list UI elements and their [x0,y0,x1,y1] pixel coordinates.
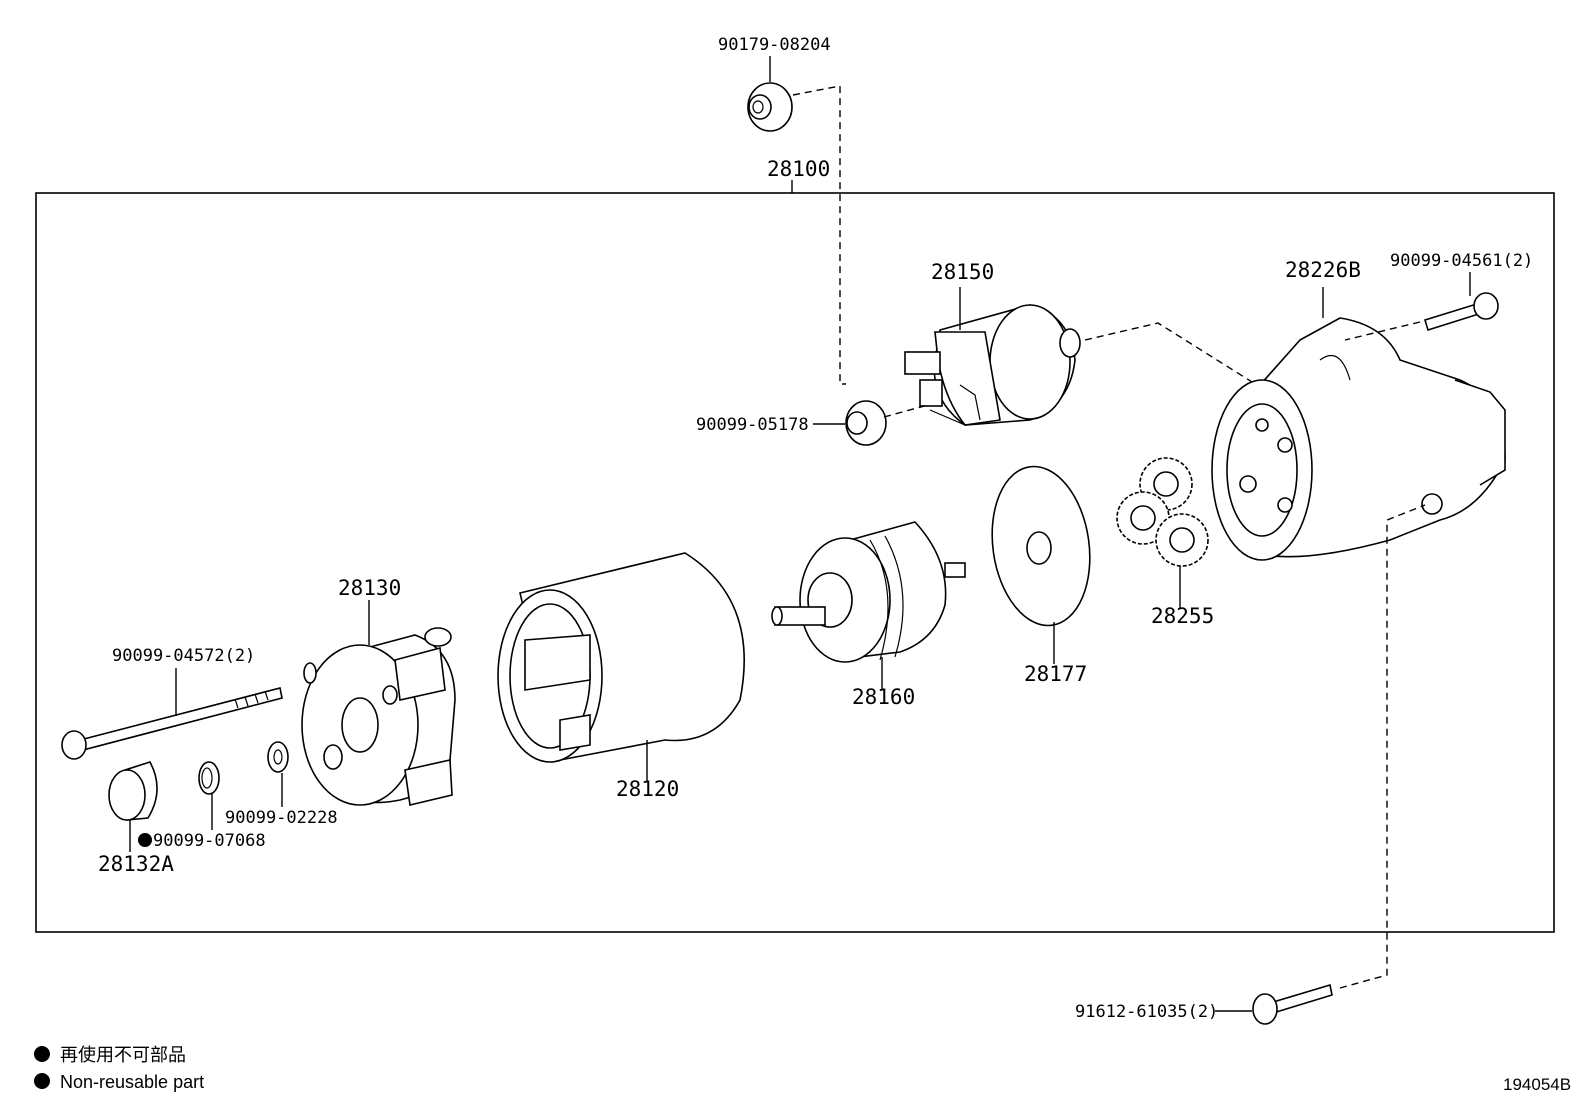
through-bolt-part [61,687,283,760]
label-yoke: 28120 [616,777,679,801]
solenoid-part [904,304,1081,426]
label-assembly: 28100 [767,157,830,181]
label-nut-top: 90179-08204 [718,35,831,55]
brush-holder-part [301,627,456,806]
cap-part [108,761,158,821]
label-planetary-gears: 28255 [1151,604,1214,628]
label-clip: 90099-07068 [153,831,266,851]
legend-japanese: 再使用不可部品 [60,1045,186,1065]
label-armature: 28160 [852,685,915,709]
bottom-bolt-part [1252,983,1333,1025]
label-solenoid: 28150 [931,260,994,284]
clip-part [198,761,220,795]
label-housing: 28226B [1285,258,1361,282]
label-solenoid-nut: 90099-05178 [696,415,809,435]
nut-top-part [747,82,793,132]
plate-part [991,465,1091,627]
label-bottom-bolt: 91612-61035(2) [1075,1002,1218,1022]
planetary-gears-part [1116,457,1209,567]
non-reusable-dot [138,833,152,847]
legend-dot-japanese [34,1046,50,1062]
legend-english: Non-reusable part [60,1072,204,1092]
label-brush-holder: 28130 [338,576,401,600]
legend-dot-english [34,1073,50,1089]
assembly-frame [35,192,1555,933]
yoke-part [497,552,746,763]
label-washer: 90099-02228 [225,808,338,828]
figure-number: 194054B [1503,1075,1571,1094]
armature-part [771,521,966,663]
label-plate: 28177 [1024,662,1087,686]
label-through-bolt: 90099-04572(2) [112,646,255,666]
label-housing-bolt: 90099-04561(2) [1390,251,1533,271]
housing-part [1211,317,1506,561]
solenoid-nut-part [845,400,887,446]
label-cap: 28132A [98,852,174,876]
housing-bolt-part [1424,292,1499,332]
washer-part [267,741,289,773]
